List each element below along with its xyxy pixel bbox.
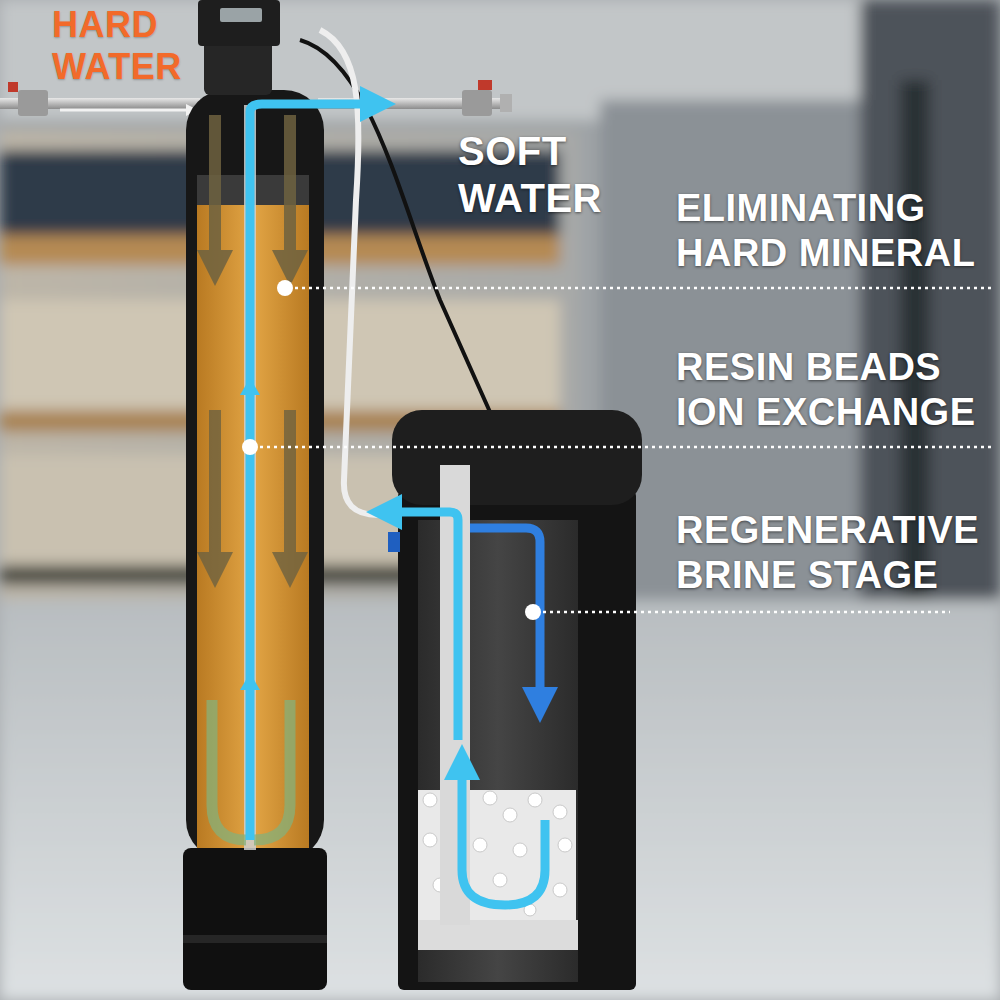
callout-label: REGENERATIVE BRINE STAGE xyxy=(676,508,994,598)
callout-label: ELIMINATING HARD MINERAL xyxy=(676,186,994,276)
outlet-label: SOFT WATER xyxy=(458,128,658,222)
inlet-label: HARD WATER xyxy=(52,4,212,89)
callout-label: RESIN BEADS ION EXCHANGE xyxy=(676,345,994,435)
